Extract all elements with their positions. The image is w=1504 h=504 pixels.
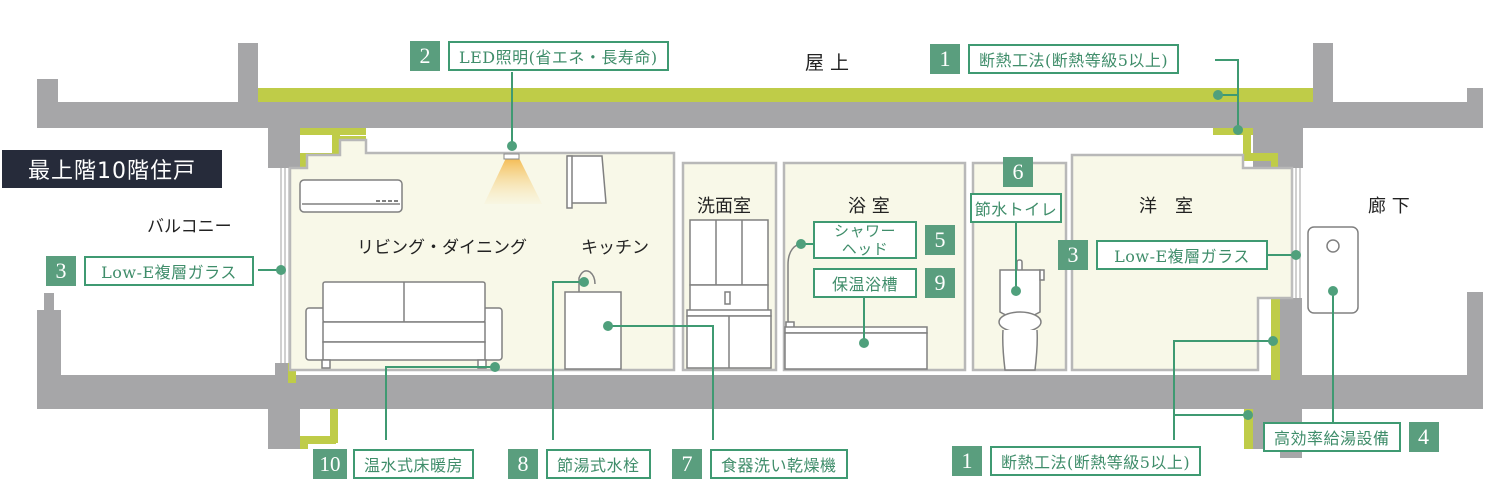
feature-text: 断熱工法(断熱等級5以上) bbox=[968, 44, 1180, 74]
feature-number: 3 bbox=[46, 256, 76, 286]
feature-label-shower-head: シャワー ヘッド 5 bbox=[813, 221, 955, 259]
feature-number-toilet: 6 bbox=[1003, 157, 1033, 187]
feature-text: Low-E複層ガラス bbox=[1096, 240, 1268, 270]
feature-text: Low-E複層ガラス bbox=[84, 256, 254, 286]
feature-label-lowe-glass-balcony: 3 Low-E複層ガラス bbox=[46, 256, 254, 286]
feature-text: 食器洗い乾燥機 bbox=[710, 449, 848, 479]
room-corridor: 廊 下 bbox=[1368, 196, 1410, 217]
feature-text-line2: ヘッド bbox=[841, 240, 889, 258]
feature-text-toilet: 節水トイレ bbox=[970, 193, 1062, 223]
leader-dots bbox=[276, 90, 1338, 420]
feature-text: 温水式床暖房 bbox=[353, 449, 475, 479]
feature-text: 高効率給湯設備 bbox=[1263, 422, 1401, 452]
feature-number: 5 bbox=[925, 225, 955, 255]
feature-label-dishwasher: 7 食器洗い乾燥機 bbox=[672, 449, 848, 479]
room-western: 洋 室 bbox=[1139, 196, 1193, 217]
room-balcony: バルコニー bbox=[147, 217, 232, 237]
feature-number: 9 bbox=[925, 268, 955, 298]
feature-text: 保温浴槽 bbox=[813, 268, 917, 298]
feature-number: 1 bbox=[930, 44, 960, 74]
feature-number: 1 bbox=[952, 446, 982, 476]
feature-number: 4 bbox=[1408, 422, 1439, 452]
feature-number: 8 bbox=[508, 449, 538, 479]
room-rooftop: 屋 上 bbox=[805, 52, 850, 74]
feature-number: 10 bbox=[313, 449, 347, 479]
room-washroom: 洗面室 bbox=[697, 196, 751, 217]
led-light-cone bbox=[484, 158, 542, 204]
room-bathroom: 浴 室 bbox=[848, 196, 890, 217]
feature-text: 節湯式水栓 bbox=[546, 449, 651, 479]
led-fixture bbox=[503, 153, 520, 160]
feature-label-insulation-top: 1 断熱工法(断熱等級5以上) bbox=[930, 44, 1180, 74]
fixtures bbox=[299, 155, 1359, 371]
room-kitchen: キッチン bbox=[581, 238, 649, 258]
feature-number: 3 bbox=[1058, 240, 1088, 270]
feature-number: 2 bbox=[410, 41, 440, 71]
feature-label-led: 2 LED照明(省エネ・長寿命) bbox=[410, 41, 669, 71]
room-living-dining: リビング・ダイニング bbox=[357, 238, 527, 258]
floor-title: 最上階10階住戸 bbox=[2, 150, 222, 188]
feature-label-insulation-bottom: 1 断熱工法(断熱等級5以上) bbox=[952, 446, 1202, 476]
feature-text-line1: シャワー bbox=[833, 222, 896, 240]
feature-label-faucet: 8 節湯式水栓 bbox=[508, 449, 651, 479]
feature-label-water-heater: 高効率給湯設備 4 bbox=[1263, 422, 1439, 452]
feature-text: LED照明(省エネ・長寿命) bbox=[448, 41, 669, 71]
feature-label-lowe-glass-western: 3 Low-E複層ガラス bbox=[1058, 240, 1268, 270]
feature-number: 7 bbox=[672, 449, 702, 479]
feature-label-insulated-bathtub: 保温浴槽 9 bbox=[813, 268, 955, 298]
feature-text: シャワー ヘッド bbox=[813, 221, 917, 259]
feature-label-floor-heating: 10 温水式床暖房 bbox=[313, 449, 475, 479]
feature-text: 断熱工法(断熱等級5以上) bbox=[990, 446, 1202, 476]
concrete-structure bbox=[37, 43, 1483, 458]
leader-lines bbox=[258, 59, 1334, 440]
